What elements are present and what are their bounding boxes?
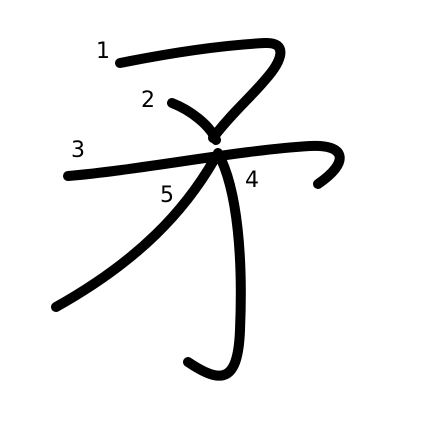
stroke-number-2: 2 [141,88,155,113]
stroke-2 [167,98,221,145]
stroke-3 [63,140,345,189]
stroke-number-5: 5 [160,183,174,208]
stroke-number-3: 3 [71,138,85,163]
stroke-number-1: 1 [96,39,110,64]
stroke-5 [51,155,219,312]
stroke-4 [183,148,246,381]
stroke-1 [115,38,286,143]
stroke-number-4: 4 [245,168,259,193]
